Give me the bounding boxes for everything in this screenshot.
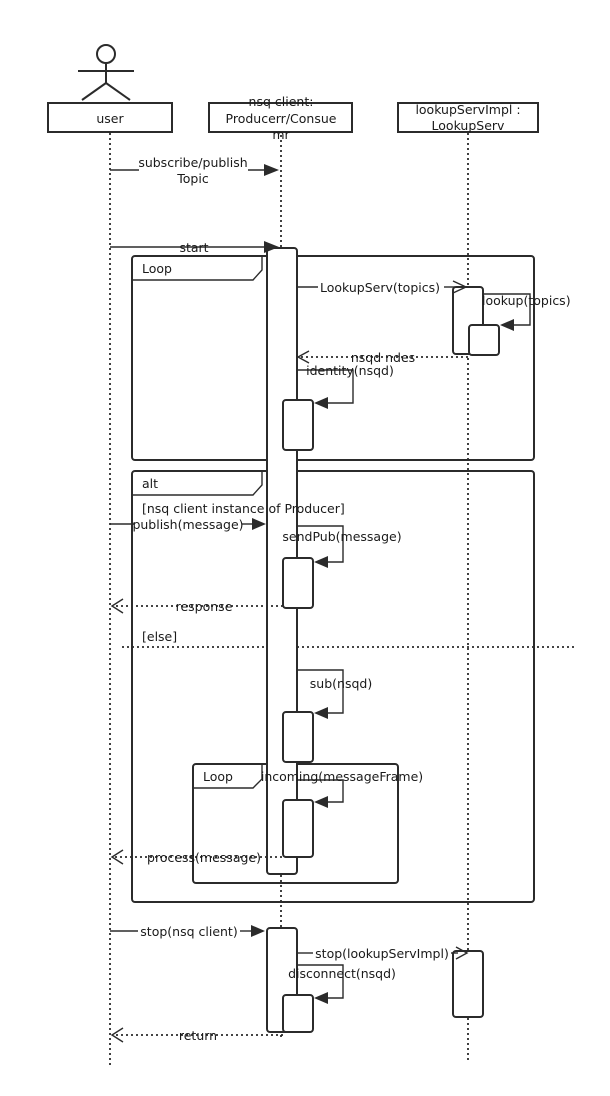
message-disconnect-self: disconnect(nsqd) bbox=[288, 964, 396, 1004]
message-process-label: process(message) bbox=[147, 850, 261, 865]
message-nsqd-nodes-label: nsqd ndes bbox=[351, 350, 415, 365]
message-stop-lookup: stop(lookupServImpl) bbox=[297, 946, 469, 961]
lookup-activation-stop bbox=[452, 950, 484, 1018]
client-participant-label-2: Producerr/Consue bbox=[226, 111, 337, 126]
message-lookup-self: lookup(topics) bbox=[482, 293, 571, 331]
message-process: process(message) bbox=[110, 849, 297, 865]
message-subscribe-label-2: Topic bbox=[176, 171, 209, 186]
message-lookupserv: LookupServ(topics) bbox=[297, 280, 468, 295]
client-activation-sendpub bbox=[282, 557, 314, 609]
client-participant-box bbox=[208, 102, 353, 133]
message-publish: publish(message) bbox=[110, 517, 266, 532]
message-lookupserv-label: LookupServ(topics) bbox=[320, 280, 440, 295]
alt-guard-else: [else] bbox=[142, 629, 177, 644]
alt-fragment-label: alt bbox=[142, 476, 158, 491]
user-actor-icon bbox=[78, 44, 134, 101]
message-identity-label: identity(nsqd) bbox=[306, 363, 394, 378]
alt-guard-producer: [nsq client instance of Producer] bbox=[142, 501, 345, 516]
client-activation-sub bbox=[282, 711, 314, 763]
lookup-activation-inner bbox=[468, 324, 500, 356]
client-activation-identity bbox=[282, 399, 314, 451]
loop-fragment-2-label: Loop bbox=[203, 769, 233, 784]
lookup-participant-label-1: lookupServImpl : bbox=[415, 102, 520, 117]
message-return-label: return bbox=[179, 1028, 217, 1043]
client-activation-incoming bbox=[282, 799, 314, 858]
message-subscribe-publish: subscribe/publish Topic bbox=[110, 155, 279, 186]
message-publish-label: publish(message) bbox=[132, 517, 243, 532]
message-lookup-label: lookup(topics) bbox=[482, 293, 571, 308]
client-participant-label-3: mr bbox=[272, 127, 290, 142]
message-identity-self: identity(nsqd) bbox=[297, 363, 394, 409]
alt-fragment: alt bbox=[122, 470, 576, 903]
user-participant-label: user bbox=[96, 111, 124, 126]
message-disconnect-label: disconnect(nsqd) bbox=[288, 966, 396, 981]
message-sub-self: sub(nsqd) bbox=[297, 669, 372, 719]
message-stop-lookup-label: stop(lookupServImpl) bbox=[315, 946, 449, 961]
message-nsqd-nodes: nsqd ndes bbox=[296, 350, 468, 365]
message-stop-label: stop(nsq client) bbox=[140, 924, 237, 939]
lookup-participant-label-2: LookupServ bbox=[432, 118, 506, 133]
loop-fragment-1-label: Loop bbox=[142, 261, 172, 276]
user-participant-box bbox=[47, 102, 173, 133]
message-start-label: start bbox=[179, 240, 208, 255]
message-response-label: response bbox=[176, 599, 233, 614]
loop-fragment-1: Loop bbox=[131, 255, 535, 461]
message-response: response bbox=[110, 598, 283, 614]
message-sendpub-self: sendPub(message) bbox=[282, 525, 402, 568]
lookup-participant-box bbox=[397, 102, 539, 133]
message-subscribe-label-1: subscribe/publish bbox=[138, 155, 247, 170]
message-incoming-label: incoming(messageFrame) bbox=[261, 769, 423, 784]
message-sendpub-label: sendPub(message) bbox=[282, 529, 401, 544]
message-incoming-self: incoming(messageFrame) bbox=[261, 769, 423, 808]
message-start: start bbox=[110, 240, 279, 255]
message-stop: stop(nsq client) bbox=[110, 924, 265, 939]
message-return: return bbox=[110, 1027, 283, 1043]
client-participant-label-1: nsq client: bbox=[249, 94, 314, 109]
message-sub-label: sub(nsqd) bbox=[310, 676, 372, 691]
client-activation-disconnect bbox=[282, 994, 314, 1033]
